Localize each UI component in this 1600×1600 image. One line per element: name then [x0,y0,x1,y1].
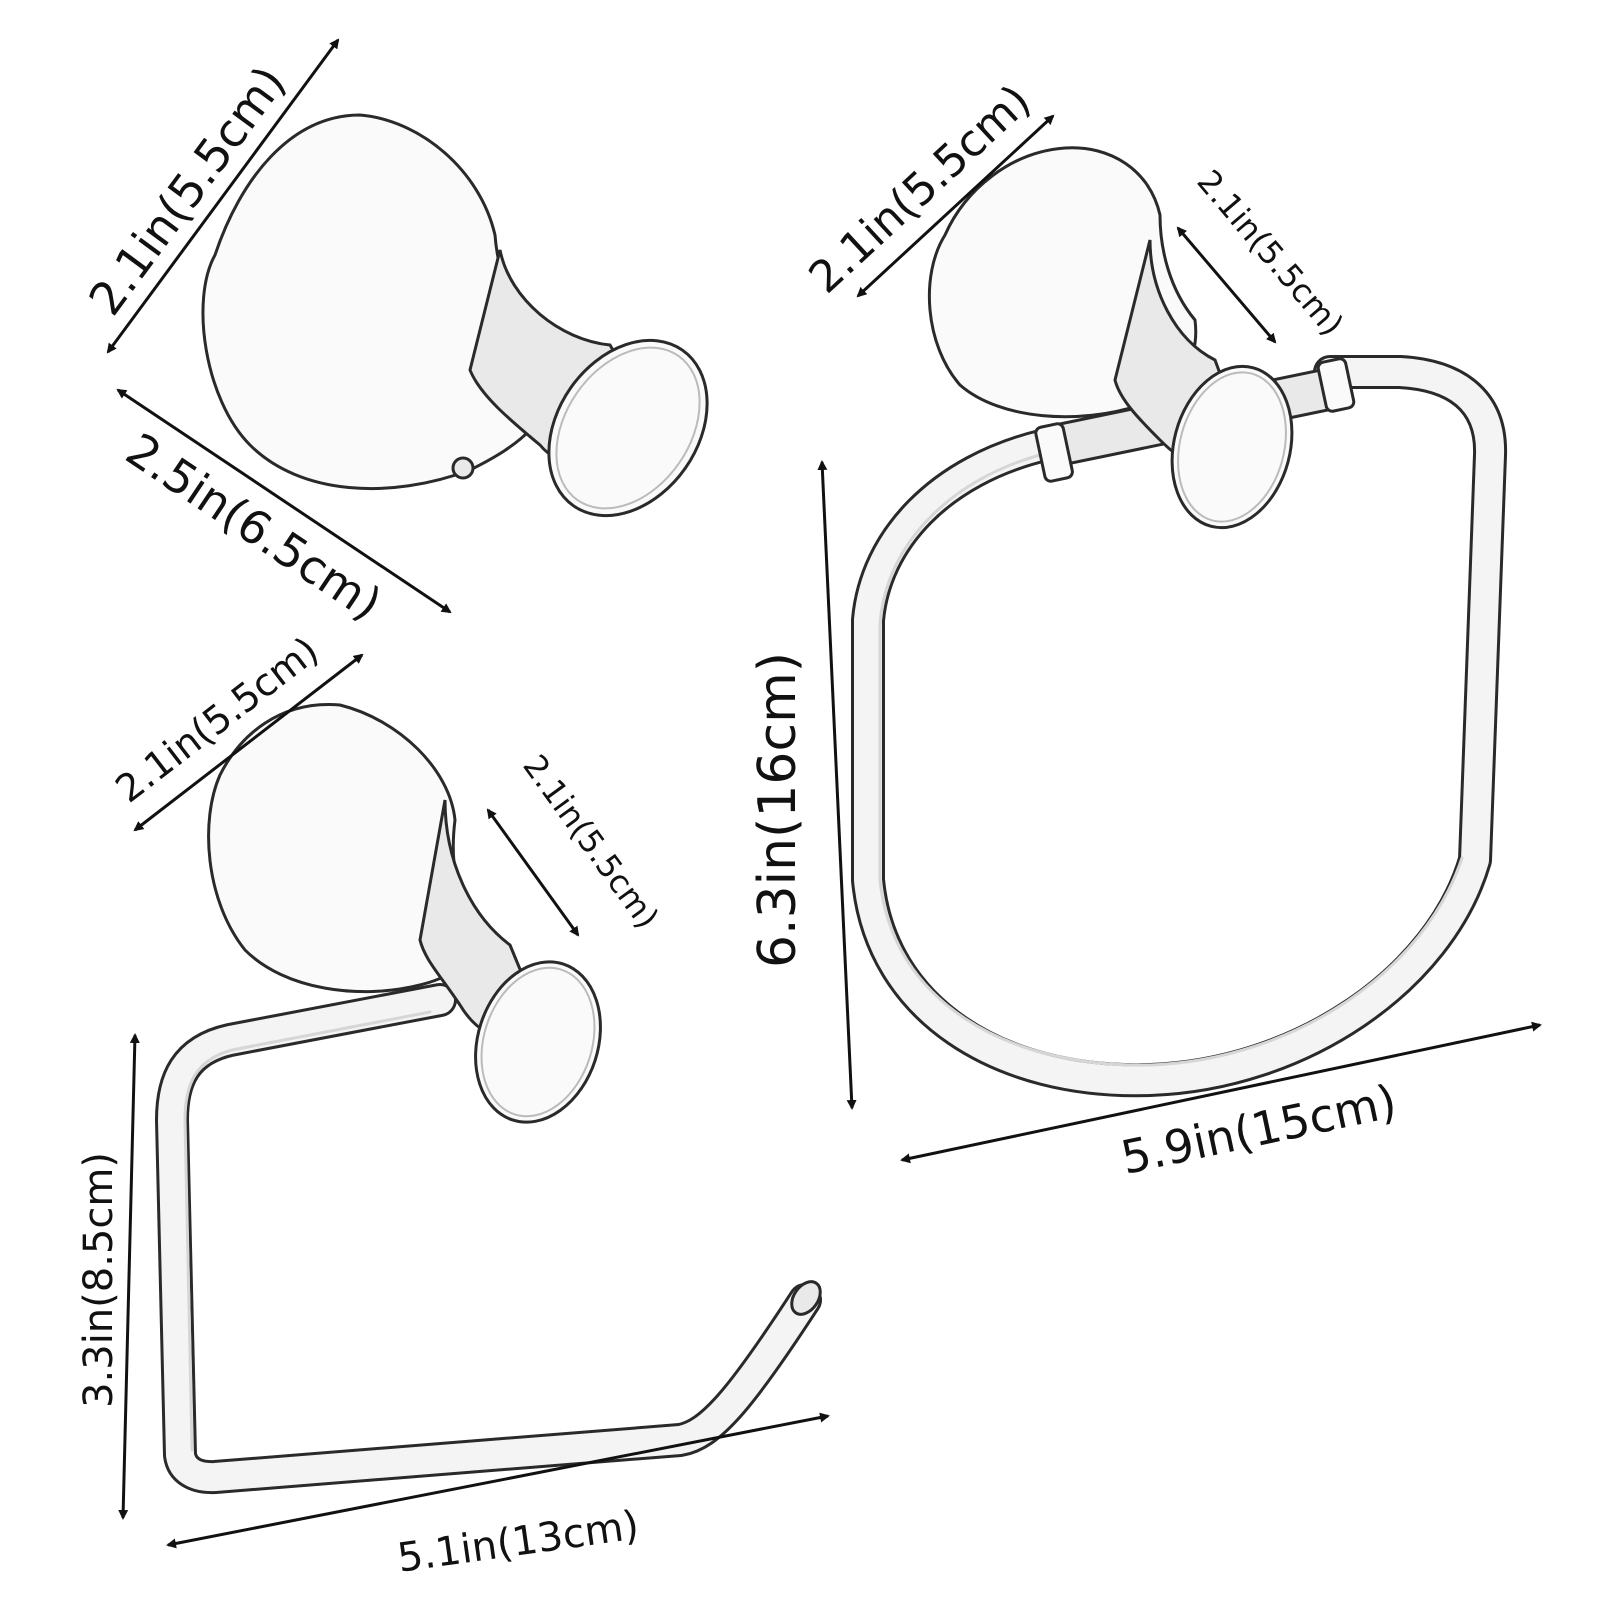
towel-ring-width-arrow [900,1021,1542,1164]
paper-holder [155,703,822,1495]
robe-hook-width-arrow [106,38,340,354]
towel-ring-base-arrow [856,114,1055,298]
towel-ring-height-arrow [817,460,857,1110]
paper-holder-width-label: 5.1in(13cm) [395,1502,642,1581]
towel-ring-height-label: 6.3in(16cm) [748,652,808,968]
paper-holder-height-label: 3.3in(8.5cm) [76,1152,122,1408]
towel-ring [851,146,1508,1098]
towel-ring-depth-label: 2.1in(5.5cm) [1190,163,1352,344]
paper-holder-height-arrow [118,1033,140,1520]
robe-hook [201,113,709,518]
paper-holder-depth-arrow [486,808,580,937]
robe-hook-depth-arrow [116,388,452,614]
paper-holder-width-arrow [166,1412,830,1549]
towel-ring-depth-arrow [1176,226,1277,344]
paper-holder-depth-label: 2.1in(5.5cm) [515,748,666,936]
paper-holder-base-arrow [133,653,364,832]
